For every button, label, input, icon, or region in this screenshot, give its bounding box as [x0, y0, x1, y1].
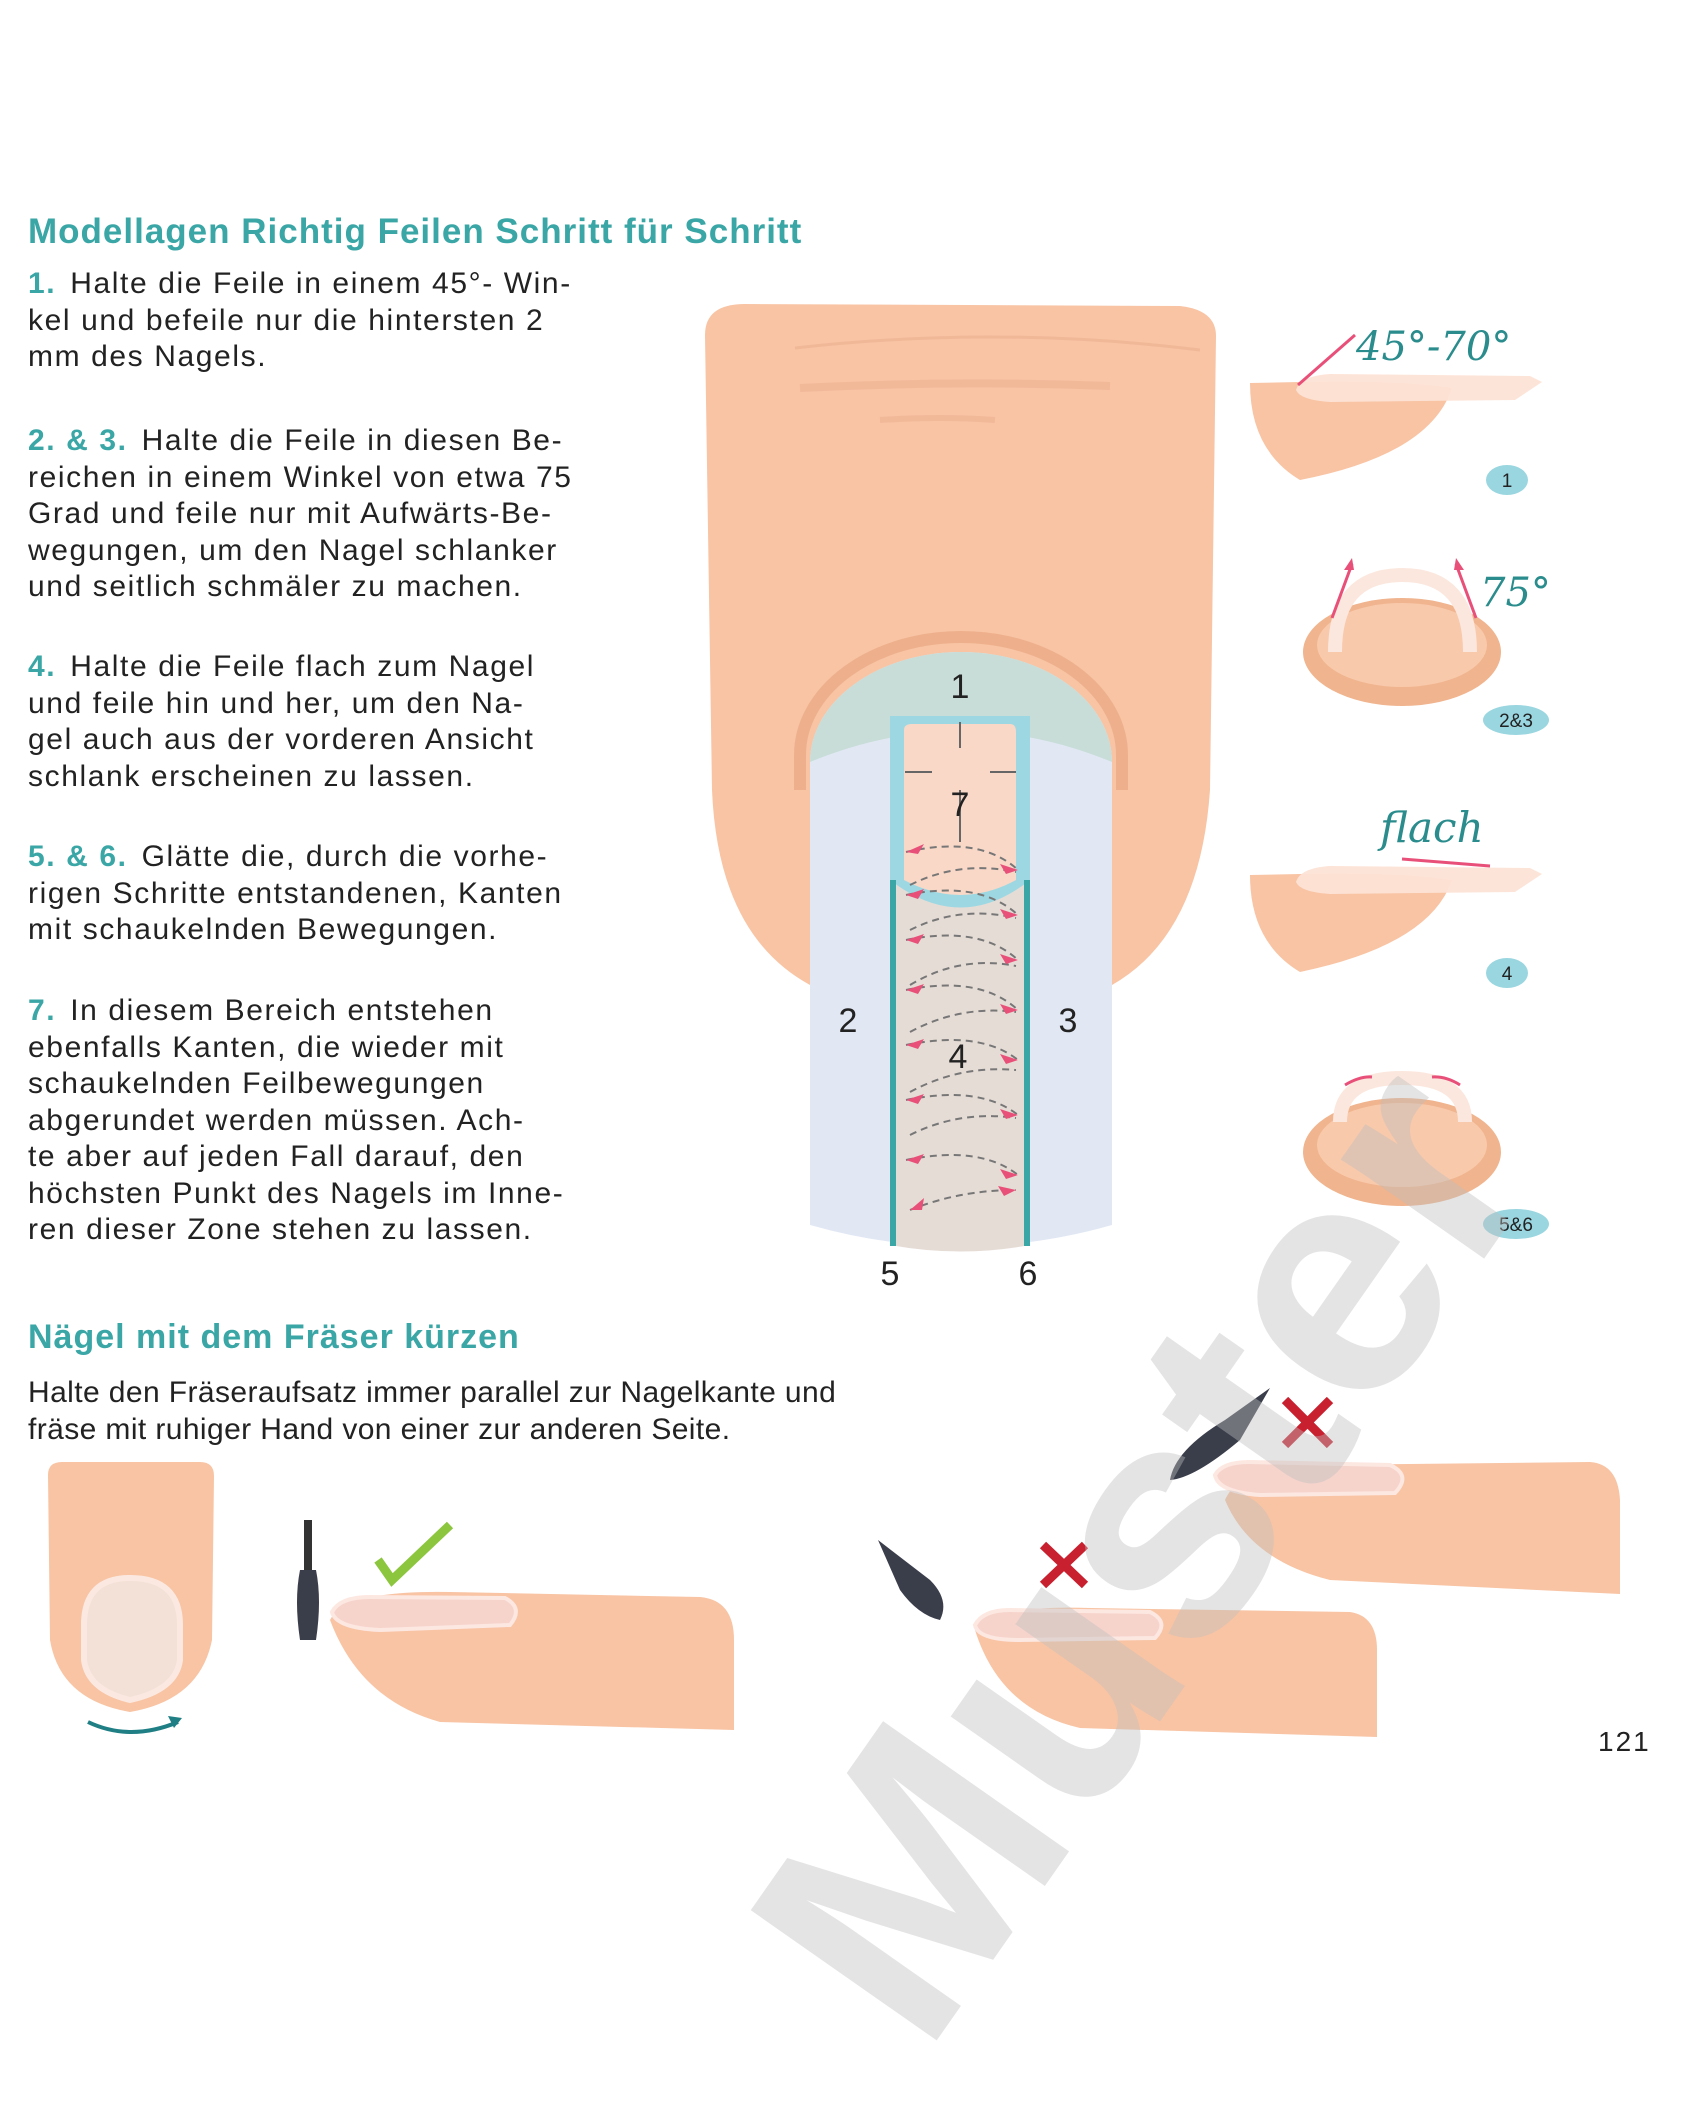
- step-line: gel auch aus der vorderen Ansicht: [28, 723, 535, 756]
- badge-5-6: 5&6: [1499, 1215, 1533, 1236]
- step-line: ebenfalls Kanten, die wieder mit: [28, 1030, 505, 1064]
- step-line: Glätte die, durch die vorhe-: [141, 840, 549, 873]
- fingertip-top-view: [48, 1462, 214, 1734]
- step-line: Halte die Feile in diesen Be-: [141, 424, 564, 457]
- main-nail-diagram: 1 7 2 3 4 5 6: [705, 304, 1216, 1293]
- intro-line: Halte den Fräseraufsatz immer parallel z…: [28, 1376, 837, 1409]
- finger-drill-correct: [297, 1520, 734, 1730]
- check-icon: [374, 1521, 454, 1587]
- step-line: und feile hin und her, um den Na-: [28, 686, 525, 720]
- badge-2-3: 2&3: [1499, 711, 1533, 732]
- step-number: 7.: [28, 994, 57, 1027]
- page-number: 121: [1598, 1726, 1651, 1757]
- step-line: mm des Nagels.: [28, 340, 268, 373]
- step-number: 2. & 3.: [28, 424, 128, 457]
- step-4: 4. Halte die Feile flach zum Nagel und fe…: [28, 649, 535, 795]
- step-line: abgerundet werden müssen. Ach-: [28, 1103, 525, 1137]
- zone-label-5: 5: [881, 1255, 900, 1293]
- step-2-3: 2. & 3. Halte die Feile in diesen Be- rei…: [28, 423, 573, 606]
- step-line: und seitlich schmäler zu machen.: [28, 570, 523, 603]
- step-number: 1.: [28, 267, 57, 300]
- badge-1: 1: [1502, 471, 1513, 492]
- side-view-step-1: 45°-70° 1: [1250, 324, 1542, 495]
- zone-label-1: 1: [951, 668, 970, 706]
- step-line: reichen in einem Winkel von etwa 75: [28, 460, 573, 494]
- badge-4: 4: [1502, 964, 1513, 985]
- step-line: höchsten Punkt des Nagels im Inne-: [28, 1176, 565, 1210]
- zone-label-4: 4: [949, 1038, 968, 1076]
- angle-annotation-45-70: 45°-70°: [1355, 324, 1511, 370]
- step-number: 5. & 6.: [28, 840, 128, 873]
- step-line: schlank erscheinen zu lassen.: [28, 759, 475, 793]
- angle-annotation-flach: flach: [1377, 803, 1484, 852]
- step-line: Grad und feile nur mit Aufwärts-Be-: [28, 497, 553, 530]
- step-line: schaukelnden Feilbewegungen: [28, 1067, 485, 1100]
- step-line: Halte die Feile in einem 45°- Win-: [70, 267, 572, 300]
- section-title-drill: Nägel mit dem Fräser kürzen: [28, 1318, 520, 1356]
- step-line: kel und befeile nur die hintersten 2: [28, 303, 545, 337]
- front-view-step-5-6: 5&6: [1303, 1070, 1549, 1239]
- drill-instructions: Halte den Fräseraufsatz immer parallel z…: [28, 1374, 836, 1448]
- step-line: rigen Schritte entstandenen, Kanten: [28, 876, 563, 910]
- cross-icon: [1039, 1541, 1089, 1589]
- section-title-filing: Modellagen Richtig Feilen Schritt für Sc…: [28, 212, 803, 251]
- step-line: Halte die Feile flach zum Nagel: [70, 650, 536, 683]
- step-line: te aber auf jeden Fall darauf, den: [28, 1140, 525, 1173]
- angle-annotation-75: 75°: [1480, 570, 1551, 616]
- front-view-step-2-3: 75° 2&3: [1303, 558, 1551, 735]
- step-1: 1. Halte die Feile in einem 45°- Win- kel…: [28, 266, 572, 376]
- step-line: mit schaukelnden Bewegungen.: [28, 913, 499, 946]
- zone-label-7: 7: [951, 786, 970, 824]
- step-line: ren dieser Zone stehen zu lassen.: [28, 1213, 533, 1246]
- finger-drill-wrong-1: [878, 1540, 1377, 1737]
- zone-label-3: 3: [1059, 1002, 1078, 1040]
- cross-icon: [1281, 1396, 1334, 1449]
- step-5-6: 5. & 6. Glätte die, durch die vorhe- rige…: [28, 839, 563, 949]
- step-line: wegungen, um den Nagel schlanker: [28, 533, 558, 567]
- intro-line: fräse mit ruhiger Hand von einer zur and…: [28, 1413, 731, 1446]
- illustrations: 1 7 2 3 4 5 6 45°-70° 1 75° 2&3 flach 4: [48, 304, 1620, 1737]
- finger-drill-wrong-2: [1170, 1388, 1620, 1594]
- zone-label-6: 6: [1019, 1255, 1038, 1293]
- side-view-step-4: flach 4: [1250, 803, 1542, 988]
- step-line: In diesem Bereich entstehen: [70, 994, 494, 1027]
- zone-label-2: 2: [839, 1002, 858, 1040]
- step-number: 4.: [28, 650, 57, 683]
- step-7: 7. In diesem Bereich entstehen ebenfalls …: [28, 993, 564, 1249]
